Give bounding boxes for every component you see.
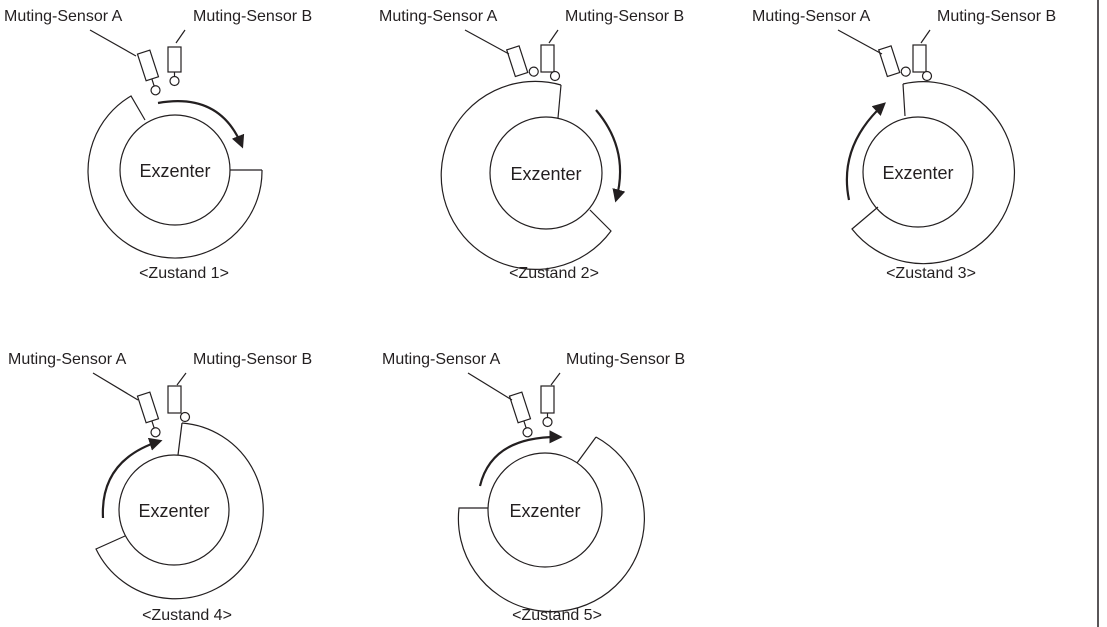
state-2-caption: <Zustand 2> bbox=[509, 265, 599, 282]
state-5-sensor-b bbox=[540, 385, 555, 428]
state-3-caption: <Zustand 3> bbox=[886, 265, 976, 282]
state-3-sensor-b-label: Muting-Sensor B bbox=[937, 8, 1056, 25]
state-5-eccentric-label: Exzenter bbox=[509, 501, 580, 521]
state-3-eccentric bbox=[862, 116, 974, 228]
state-5-eccentric bbox=[487, 452, 603, 568]
state-5-sensor-a bbox=[508, 391, 533, 438]
state-4-eccentric-label: Exzenter bbox=[138, 501, 209, 521]
state-5-sensor-a-leader bbox=[467, 372, 513, 401]
state-2-sensor-b-leader bbox=[548, 29, 559, 44]
state-1-caption: <Zustand 1> bbox=[139, 265, 229, 282]
state-4-sensor-b-leader bbox=[176, 372, 187, 386]
state-2-sensor-a bbox=[505, 45, 539, 78]
state-1-sensor-b bbox=[167, 46, 182, 87]
state-4-eccentric bbox=[118, 454, 230, 566]
state-4-sensor-a-leader bbox=[92, 372, 139, 401]
state-2-cam-profile bbox=[440, 80, 612, 270]
state-2-sensor-b bbox=[540, 44, 561, 82]
state-5-caption: <Zustand 5> bbox=[512, 607, 602, 624]
state-2-sensor-a-label: Muting-Sensor A bbox=[379, 8, 498, 25]
state-3-sensor-a bbox=[877, 45, 911, 78]
state-1-eccentric bbox=[119, 114, 231, 226]
state-5-sensor-b-leader bbox=[550, 372, 561, 386]
state-3-sensor-a-leader bbox=[837, 29, 883, 55]
state-3-panel: Muting-Sensor A Muting-Sensor B Exzenter… bbox=[752, 8, 1056, 282]
state-1-rotation-arrow bbox=[157, 100, 245, 149]
state-2-sensor-a-leader bbox=[464, 29, 510, 55]
state-4-sensor-b-label: Muting-Sensor B bbox=[193, 351, 312, 368]
state-2-eccentric bbox=[489, 116, 603, 230]
state-1-cam-profile bbox=[87, 95, 263, 259]
state-4-panel: Muting-Sensor A Muting-Sensor B Exzenter… bbox=[8, 351, 312, 624]
state-4-sensor-a-label: Muting-Sensor A bbox=[8, 351, 127, 368]
state-3-sensor-b bbox=[912, 44, 933, 82]
state-2-sensor-b-label: Muting-Sensor B bbox=[565, 8, 684, 25]
state-1-sensor-a-leader bbox=[89, 29, 137, 57]
state-5-cam-profile bbox=[457, 436, 645, 613]
state-2-panel: Muting-Sensor A Muting-Sensor B Exzenter… bbox=[379, 8, 684, 282]
state-4-cam-profile bbox=[95, 422, 264, 600]
state-5-sensor-a-label: Muting-Sensor A bbox=[382, 351, 501, 368]
state-4-rotation-arrow bbox=[101, 437, 163, 519]
state-4-sensor-b bbox=[167, 385, 191, 423]
state-1-sensor-a-label: Muting-Sensor A bbox=[4, 8, 123, 25]
state-3-sensor-b-leader bbox=[920, 29, 931, 44]
state-5-rotation-arrow bbox=[478, 430, 563, 487]
state-5-panel: Muting-Sensor A Muting-Sensor B Exzenter… bbox=[382, 351, 685, 624]
state-3-rotation-arrow bbox=[845, 102, 886, 201]
state-1-panel: Muting-Sensor A Muting-Sensor B Exzenter… bbox=[4, 8, 312, 282]
state-1-sensor-a bbox=[136, 49, 161, 96]
state-5-sensor-b-label: Muting-Sensor B bbox=[566, 351, 685, 368]
state-3-cam-profile bbox=[851, 81, 1016, 265]
state-4-caption: <Zustand 4> bbox=[142, 607, 232, 624]
state-2-rotation-arrow bbox=[595, 109, 626, 203]
state-3-sensor-a-label: Muting-Sensor A bbox=[752, 8, 871, 25]
state-1-eccentric-label: Exzenter bbox=[139, 161, 210, 181]
state-2-eccentric-label: Exzenter bbox=[510, 164, 581, 184]
state-4-sensor-a bbox=[136, 391, 161, 438]
state-1-sensor-b-leader bbox=[175, 29, 186, 44]
state-3-eccentric-label: Exzenter bbox=[882, 163, 953, 183]
state-1-sensor-b-label: Muting-Sensor B bbox=[193, 8, 312, 25]
